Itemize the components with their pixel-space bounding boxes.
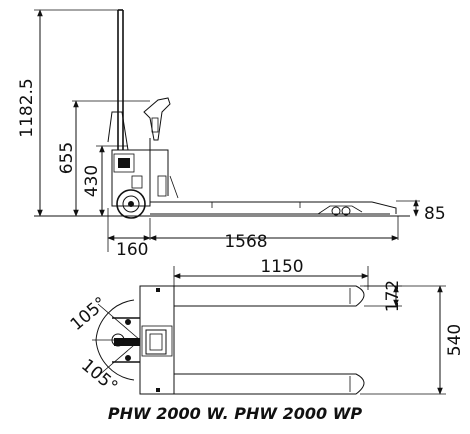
handle	[117, 9, 124, 150]
top-chassis	[139, 285, 175, 395]
dim-overall-width: 540	[360, 285, 465, 395]
load-roller-rear	[341, 206, 351, 216]
dim-fork-length-top: 1150	[173, 257, 369, 290]
dim-height-mid: 655	[57, 100, 150, 217]
dim-height-low: 430	[82, 145, 128, 217]
top-view: 1150	[67, 257, 465, 397]
dim-overall-width-label: 540	[445, 324, 465, 356]
tiller-top	[92, 299, 141, 381]
load-roller-front	[331, 206, 341, 216]
dim-height-low-label: 430	[82, 165, 102, 197]
fork-top-lower	[174, 373, 365, 395]
dim-fork-length-top-label: 1150	[260, 257, 303, 277]
scale-head	[107, 97, 171, 196]
angle-top-label: 105°	[67, 293, 111, 335]
dim-fork-height-label: 85	[424, 204, 446, 224]
dim-fork-width-label: 172	[383, 280, 403, 312]
fork-side	[150, 201, 397, 216]
chassis	[111, 149, 179, 207]
dim-height-total-label: 1182.5	[17, 78, 37, 137]
steer-wheel	[116, 189, 146, 219]
dim-fork-height: 85	[396, 199, 446, 224]
dim-wheel-offset-label: 160	[116, 240, 148, 260]
dim-length-side: 160 1568	[107, 208, 399, 260]
dim-height-total: 1182.5	[17, 9, 118, 217]
side-view: 1182.5 655 430	[17, 9, 446, 260]
dim-fork-width: 172	[364, 280, 403, 312]
model-caption: PHW 2000 W. PHW 2000 WP	[107, 404, 363, 423]
dim-height-mid-label: 655	[57, 142, 77, 174]
fork-top-upper	[174, 285, 365, 307]
dim-fork-length-side-label: 1568	[224, 232, 267, 252]
